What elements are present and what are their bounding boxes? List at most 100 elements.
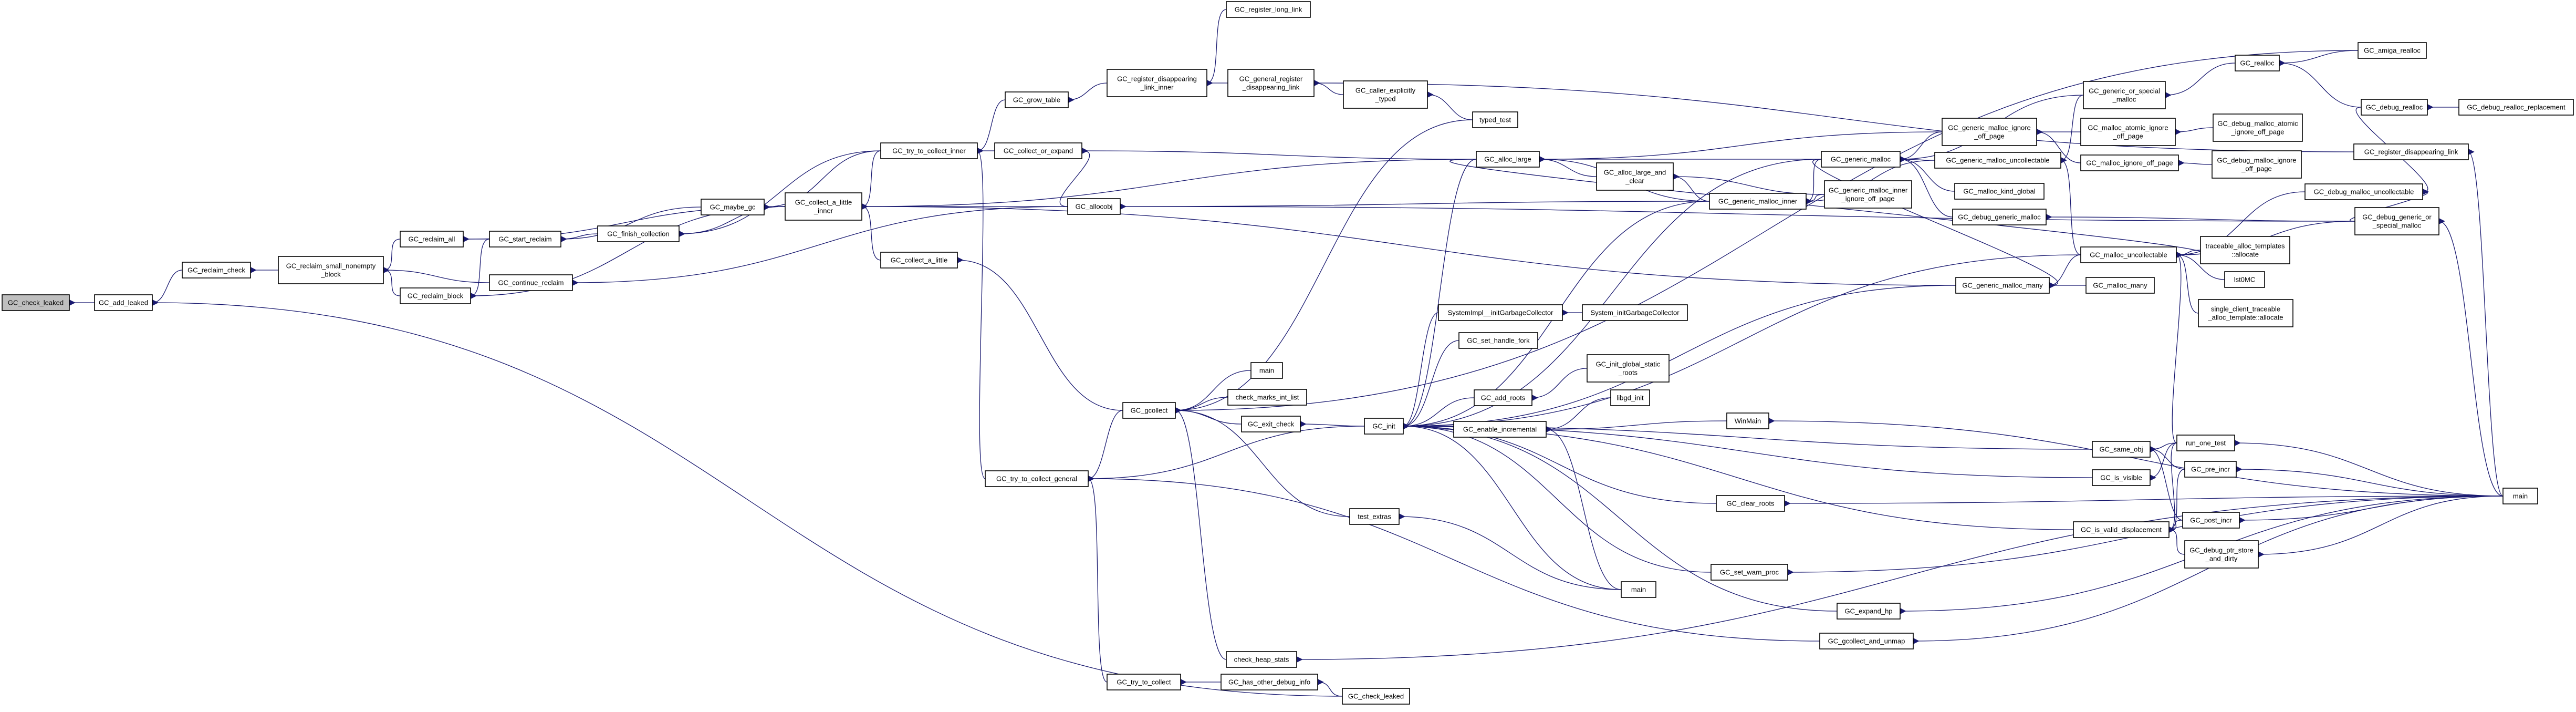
node-box [2354, 207, 2439, 235]
node-gc-reclaim-all[interactable]: GC_reclaim_all [400, 231, 464, 247]
node-gc-init[interactable]: GC_init [1364, 418, 1404, 435]
node-gc-malloc-many[interactable]: GC_malloc_many [2085, 277, 2155, 294]
node-test-extras[interactable]: test_extras [1349, 508, 1400, 525]
node-gc-check-leaked-root[interactable]: GC_check_leaked [2, 294, 70, 311]
node-gc-reclaim-check[interactable]: GC_reclaim_check [182, 262, 251, 278]
node-box [1364, 418, 1404, 435]
node-box [182, 262, 251, 278]
node-gc-set-handle-fork[interactable]: GC_set_handle_fork [1458, 332, 1538, 349]
node-gc-expand-hp[interactable]: GC_expand_hp [1837, 603, 1901, 620]
node-gc-enable-incremental[interactable]: GC_enable_incremental [1453, 421, 1547, 438]
node-gc-is-valid-displacement[interactable]: GC_is_valid_displacement [2073, 521, 2170, 538]
node-gc-realloc[interactable]: GC_realloc [2235, 55, 2280, 71]
node-gc-clear-roots[interactable]: GC_clear_roots [1716, 495, 1785, 512]
node-gc-start-reclaim[interactable]: GC_start_reclaim [489, 231, 561, 247]
node-gc-generic-malloc-inner-ignore-off-page[interactable]: GC_generic_malloc_inner_ignore_off_page [1824, 180, 1912, 209]
node-lst0mc[interactable]: lst0MC [2224, 271, 2265, 288]
node-winmain[interactable]: WinMain [1726, 412, 1769, 429]
node-gc-debug-generic-or-special-malloc[interactable]: GC_debug_generic_or_special_malloc [2354, 207, 2439, 235]
node-gc-debug-realloc[interactable]: GC_debug_realloc [2361, 99, 2428, 116]
node-system-initgarbagecollector[interactable]: System_initGarbageCollector [1582, 304, 1688, 321]
node-gc-same-obj[interactable]: GC_same_obj [2092, 441, 2151, 458]
node-libgd-init[interactable]: libgd_init [1610, 389, 1650, 406]
node-gc-try-to-collect-inner[interactable]: GC_try_to_collect_inner [880, 142, 978, 159]
edge-main-c-to-gc-register-disappearing-link [2468, 149, 2504, 497]
node-gc-debug-malloc-ignore-off-page[interactable]: GC_debug_malloc_ignore_off_page [2212, 150, 2302, 179]
node-gc-generic-malloc-inner[interactable]: GC_generic_malloc_inner [1709, 193, 1807, 210]
node-gc-general-register-disappearing-link[interactable]: GC_general_register_disappearing_link [1227, 69, 1315, 97]
node-gc-alloc-large[interactable]: GC_alloc_large [1476, 151, 1540, 168]
node-gc-register-long-link[interactable]: GC_register_long_link [1226, 1, 1311, 18]
node-gc-generic-or-special-malloc[interactable]: GC_generic_or_special_malloc [2083, 81, 2166, 109]
node-gc-try-to-collect-general[interactable]: GC_try_to_collect_general [985, 470, 1089, 487]
node-gc-gcollect-and-unmap[interactable]: GC_gcollect_and_unmap [1819, 633, 1914, 649]
node-gc-init-global-static-roots[interactable]: GC_init_global_static_roots [1587, 354, 1670, 383]
node-gc-try-to-collect[interactable]: GC_try_to_collect [1107, 674, 1181, 690]
node-traceable-allocator[interactable]: traceable_alloc_templates::allocate [2200, 236, 2290, 264]
node-gc-amiga-realloc[interactable]: GC_amiga_realloc [2358, 42, 2427, 59]
node-gc-collect-or-expand[interactable]: GC_collect_or_expand [994, 142, 1082, 159]
node-gc-generic-malloc-uncollectable[interactable]: GC_generic_malloc_uncollectable [1934, 152, 2061, 169]
node-gc-pre-incr[interactable]: GC_pre_incr [2184, 461, 2237, 478]
node-gc-exit-check[interactable]: GC_exit_check [1241, 416, 1301, 432]
node-gc-generic-malloc[interactable]: GC_generic_malloc [1821, 151, 1901, 168]
node-gc-reclaim-small-nonempty-block[interactable]: GC_reclaim_small_nonempty_block [278, 256, 384, 284]
node-box [2358, 42, 2427, 59]
node-gc-grow-table[interactable]: GC_grow_table [1005, 91, 1069, 108]
node-gc-generic-malloc-many[interactable]: GC_generic_malloc_many [1955, 277, 2050, 294]
node-label: GC_register_long_link [1235, 6, 1302, 14]
node-gc-collect-a-little[interactable]: GC_collect_a_little [880, 252, 958, 269]
node-gc-malloc-kind-global[interactable]: GC_malloc_kind_global [1954, 183, 2045, 200]
node-label: _block [320, 271, 341, 278]
edge-gc-post-incr-to-gc-is-valid-displacement [2168, 520, 2183, 533]
node-gc-register-disappearing-link-inner[interactable]: GC_register_disappearing_link_inner [1107, 69, 1207, 97]
node-label: GC_post_incr [2190, 517, 2232, 524]
node-gc-collect-a-little-inner[interactable]: GC_collect_a_little_inner [785, 192, 862, 221]
node-gc-debug-malloc-uncollectable[interactable]: GC_debug_malloc_uncollectable [2304, 183, 2423, 200]
node-gc-maybe-gc[interactable]: GC_maybe_gc [701, 199, 765, 215]
node-label: _ignore_off_page [2231, 128, 2285, 136]
node-box [2085, 277, 2155, 294]
node-gc-add-roots[interactable]: GC_add_roots [1474, 389, 1532, 406]
node-main-b[interactable]: main [1621, 581, 1656, 598]
edge-gc-generic-malloc-inner-to-gc-allocobj [1120, 201, 1710, 210]
node-gc-set-warn-proc[interactable]: GC_set_warn_proc [1711, 564, 1788, 581]
node-run-one-test[interactable]: run_one_test [2176, 435, 2235, 451]
node-gc-debug-malloc-atomic-ignore-off-page[interactable]: GC_debug_malloc_atomic_ignore_off_page [2213, 113, 2303, 142]
node-label: _typed [1374, 95, 1395, 103]
node-gc-gcollect[interactable]: GC_gcollect [1122, 402, 1176, 419]
node-gc-malloc-ignore-off-page[interactable]: GC_malloc_ignore_off_page [2080, 154, 2179, 171]
node-main-a[interactable]: main [1250, 362, 1283, 379]
edge-gc-set-handle-fork-to-gc-init [1403, 340, 1459, 429]
node-gc-malloc-atomic-ignore-off-page[interactable]: GC_malloc_atomic_ignore_off_page [2080, 118, 2176, 146]
node-gc-post-incr[interactable]: GC_post_incr [2182, 512, 2240, 529]
node-check-heap-stats[interactable]: check_heap_stats [1226, 651, 1297, 668]
node-gc-debug-generic-malloc[interactable]: GC_debug_generic_malloc [1952, 209, 2047, 225]
node-gc-reclaim-block[interactable]: GC_reclaim_block [400, 287, 471, 304]
node-gc-check-leaked-b[interactable]: GC_check_leaked [1342, 688, 1410, 705]
node-gc-alloc-large-and-clear[interactable]: GC_alloc_large_and_clear [1596, 162, 1674, 191]
node-gc-generic-malloc-ignore-off-page[interactable]: GC_generic_malloc_ignore_off_page [1942, 118, 2037, 146]
node-label: GC_generic_malloc [1831, 156, 1891, 163]
node-gc-malloc-uncollectable[interactable]: GC_malloc_uncollectable [2080, 246, 2177, 263]
node-label: WinMain [1735, 417, 1761, 425]
node-gc-debug-realloc-replacement[interactable]: GC_debug_realloc_replacement [2458, 99, 2574, 116]
node-box [2080, 154, 2179, 171]
node-box [1819, 633, 1914, 649]
node-single-client-traceable-allocator[interactable]: single_client_traceable_alloc_template::… [2198, 299, 2293, 327]
node-typed-test[interactable]: typed_test [1472, 111, 1518, 128]
node-gc-debug-ptr-store-and-dirty[interactable]: GC_debug_ptr_store_and_dirty [2184, 540, 2259, 569]
node-gc-allocobj[interactable]: GC_allocobj [1067, 198, 1121, 215]
node-gc-add-leaked[interactable]: GC_add_leaked [94, 294, 153, 311]
node-gc-is-visible[interactable]: GC_is_visible [2092, 469, 2151, 486]
node-label: _link_inner [1140, 84, 1174, 91]
node-gc-has-other-debug-info[interactable]: GC_has_other_debug_info [1221, 674, 1318, 690]
node-systemimpl-initgarbagecollector[interactable]: SystemImpl__initGarbageCollector [1438, 304, 1563, 321]
node-check-marks-int-list[interactable]: check_marks_int_list [1227, 389, 1307, 406]
node-gc-continue-reclaim[interactable]: GC_continue_reclaim [489, 274, 573, 291]
node-gc-register-disappearing-link[interactable]: GC_register_disappearing_link [2353, 143, 2469, 160]
node-gc-finish-collection[interactable]: GC_finish_collection [597, 225, 680, 242]
node-gc-caller-explicitly-typed[interactable]: GC_caller_explicitly_typed [1343, 80, 1428, 109]
edge-gc-generic-malloc-ignore-off-page-to-gc-generic-malloc [1900, 131, 1943, 162]
node-main-c[interactable]: main [2502, 488, 2538, 504]
